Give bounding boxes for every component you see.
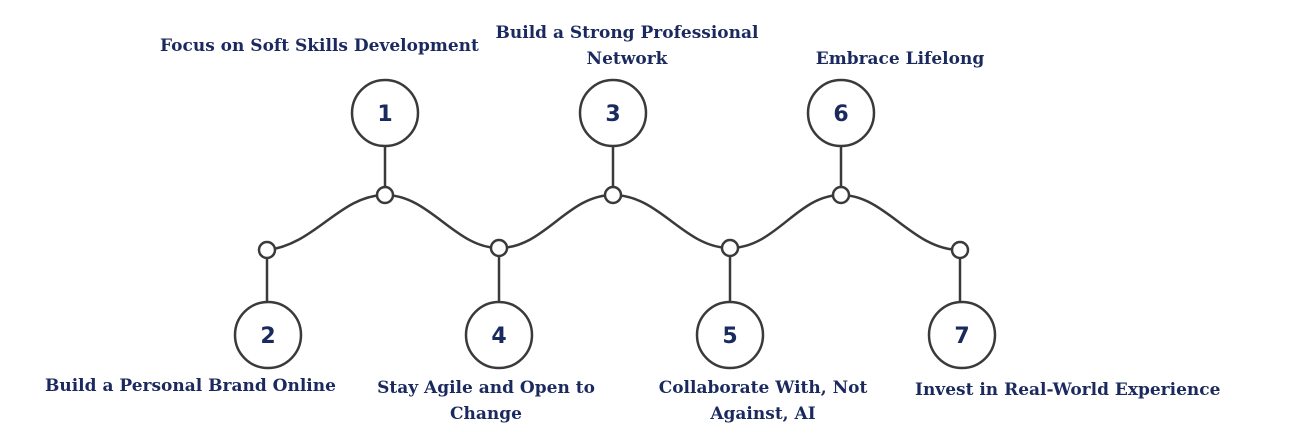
step-number-7: 7 (954, 324, 969, 349)
step-number-1: 1 (377, 102, 392, 127)
node-5 (720, 238, 740, 258)
step-label-7: Invest in Real-World Experience (915, 380, 1221, 400)
node-6 (831, 185, 851, 205)
node-1 (375, 185, 395, 205)
step-number-2: 2 (260, 324, 275, 349)
step-number-6: 6 (833, 102, 848, 127)
node-4 (489, 238, 509, 258)
node-3 (603, 185, 623, 205)
node-7 (950, 240, 970, 260)
node-2 (257, 240, 277, 260)
step-number-5: 5 (722, 324, 737, 349)
step-label-1: Focus on Soft Skills Development (160, 36, 479, 56)
step-circle-6: 6 (806, 78, 876, 148)
step-circle-2: 2 (233, 300, 303, 370)
step-circle-3: 3 (578, 78, 648, 148)
step-number-4: 4 (491, 324, 506, 349)
step-label-2: Build a Personal Brand Online (45, 376, 336, 396)
step-label-3: Build a Strong Professional Network (495, 23, 759, 69)
step-circle-7: 7 (927, 300, 997, 370)
step-circle-1: 1 (350, 78, 420, 148)
step-number-3: 3 (605, 102, 620, 127)
step-circle-4: 4 (464, 300, 534, 370)
step-label-4: Stay Agile and Open to Change (377, 378, 595, 424)
step-label-5: Collaborate With, Not Against, AI (658, 378, 868, 424)
step-circle-5: 5 (695, 300, 765, 370)
step-label-6: Embrace Lifelong (815, 49, 985, 69)
